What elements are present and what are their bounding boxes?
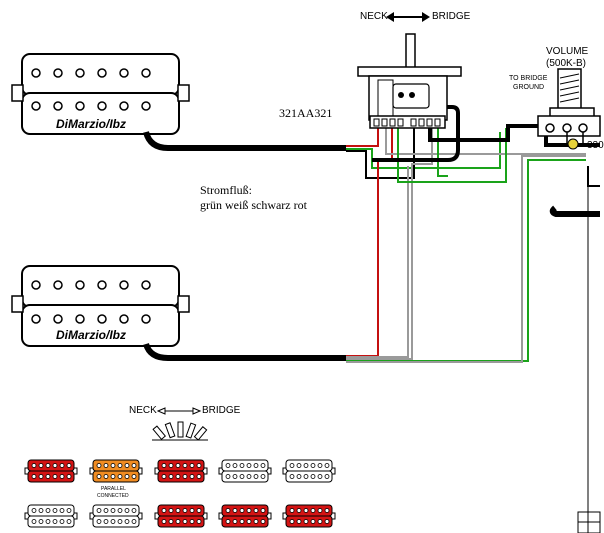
legend-pickup-red — [154, 459, 208, 483]
pickup-logo: DiMarzio/Ibz — [56, 328, 126, 342]
legend-pickup-red — [282, 504, 336, 528]
bridge-ground-label-1: TO BRIDGE — [509, 75, 548, 82]
legend-pickup-red — [24, 459, 78, 483]
output-jack-fragment — [577, 186, 601, 533]
legend-pickup-white — [218, 459, 272, 483]
neck-cable — [143, 131, 346, 151]
bridge-ground-label-2: GROUND — [513, 84, 545, 91]
legend-switch-fan — [152, 421, 208, 441]
flow-colors: grün weiß schwarz rot — [200, 198, 307, 212]
parallel-label-2: CONNECTED — [97, 493, 129, 499]
legend-pickup-white — [89, 504, 143, 528]
legend-pickups — [24, 459, 336, 528]
volume-value: (500K-B) — [546, 58, 587, 69]
switch-code: 321AA321 — [279, 106, 333, 120]
pickup-logo: DiMarzio/Ibz — [56, 117, 126, 131]
legend-arrow — [156, 407, 202, 415]
neck-humbucker: DiMarzio/Ibz — [11, 53, 190, 135]
five-way-switch — [357, 33, 462, 129]
lead-wires — [346, 128, 586, 363]
legend-pickup-orange — [89, 459, 143, 483]
pole-pieces — [31, 280, 151, 324]
legend-pickup-white — [24, 504, 78, 528]
legend-pickup-red — [218, 504, 272, 528]
capacitor-value: 330 — [587, 140, 604, 151]
bridge-cable — [143, 342, 346, 361]
legend-bridge-label: BRIDGE — [202, 405, 241, 416]
parallel-label-1: PARALLEL — [101, 486, 126, 492]
legend-pickup-white — [282, 459, 336, 483]
switch-neck-label: NECK — [360, 11, 388, 22]
volume-pot — [537, 68, 601, 150]
pole-pieces — [31, 68, 151, 111]
bridge-humbucker: DiMarzio/Ibz — [11, 265, 190, 347]
volume-title: VOLUME — [546, 46, 589, 57]
switch-bridge-label: BRIDGE — [432, 11, 471, 22]
switch-direction-arrow — [386, 12, 430, 22]
tone-capacitor — [567, 138, 579, 150]
legend-neck-label: NECK — [129, 405, 157, 416]
flow-title: Stromfluß: — [200, 183, 253, 197]
legend-pickup-red — [154, 504, 208, 528]
